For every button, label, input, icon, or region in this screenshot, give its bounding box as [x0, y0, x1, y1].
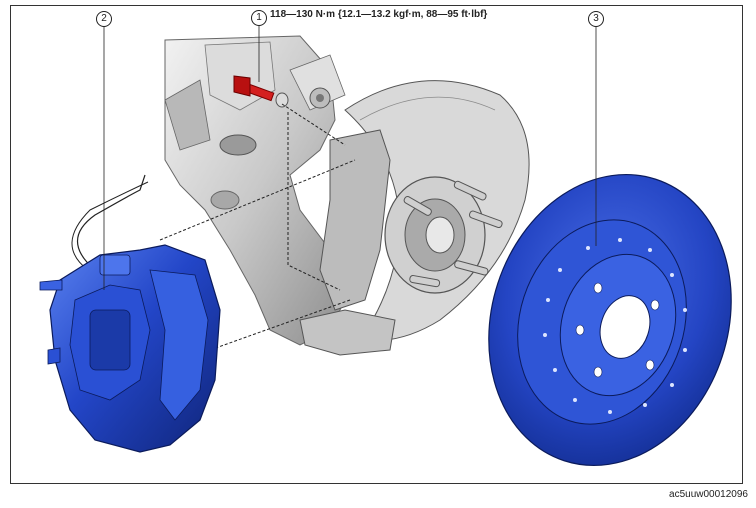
- torque-spec-label: 118—130 N·m {12.1—13.2 kgf·m, 88—95 ft·l…: [270, 9, 488, 20]
- steering-knuckle: [164, 35, 346, 346]
- wheel-hub: [319, 129, 503, 311]
- brake-hose: [77, 174, 146, 271]
- brake-caliper: [39, 244, 221, 453]
- figure-id: ac5uuw00012096: [669, 489, 748, 500]
- callout-3: 3: [588, 11, 604, 27]
- lower-arm: [299, 309, 396, 356]
- callout-2: 2: [96, 11, 112, 27]
- brake-hose-2: [71, 181, 149, 271]
- leader-lines: [103, 24, 597, 290]
- caliper-bolt: [233, 75, 289, 108]
- callout-1: 1: [251, 10, 267, 26]
- brake-disc: [488, 173, 732, 467]
